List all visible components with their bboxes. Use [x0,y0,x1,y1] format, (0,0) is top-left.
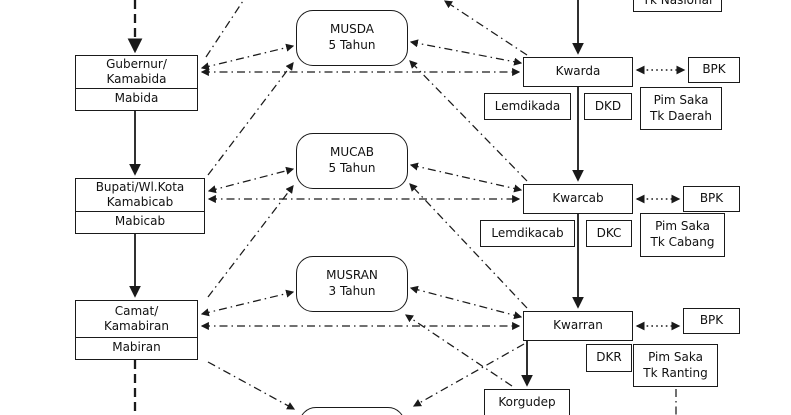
node-pimsaka-cabang: Pim Saka Tk Cabang [640,213,725,257]
pimsaka-ranting-line1: Pim Saka [648,349,703,364]
pimsaka-daerah-line1: Pim Saka [653,92,709,107]
pimsaka-ranting-line2: Tk Ranting [643,365,708,380]
node-bpk-daerah: BPK [688,57,740,83]
pimsaka-daerah-line2: Tk Daerah [650,108,712,123]
bpk-cabang-label: BPK [699,191,724,206]
korgudep-label: Korgudep [498,395,556,410]
node-camat-kamabiran: Camat/ Kamabiran Mabiran [75,300,198,360]
gubernur-upper: Gubernur/ Kamabida [76,56,197,88]
node-korgudep: Korgudep [484,389,570,415]
node-lemdikada: Lemdikada [484,93,571,120]
node-lemdikacab: Lemdikacab [480,220,575,247]
node-bpk-ranting: BPK [683,308,740,334]
dkr-label: DKR [596,350,622,365]
gubernur-line1: Gubernur/ [106,56,167,71]
node-kwarran: Kwarran [523,311,633,341]
node-next-mus-fragment [299,407,405,415]
bpk-ranting-label: BPK [699,313,724,328]
node-kwarcab: Kwarcab [523,184,633,214]
lemdikacab-label: Lemdikacab [491,225,564,240]
mucab-period: 5 Tahun [328,161,376,175]
node-dkd: DKD [584,93,632,120]
node-musda: MUSDA 5 Tahun [296,10,408,66]
node-dkr: DKR [586,344,632,372]
musda-title: MUSDA [330,22,374,37]
mabicab-section: Mabicab [76,211,204,233]
node-bpk-cabang: BPK [683,186,740,212]
mabida-section: Mabida [76,88,197,110]
pimsaka-nasional-label: Tk Nasional [642,0,713,8]
musran-period: 3 Tahun [328,284,376,298]
pimsaka-cabang-line1: Pim Saka [655,219,710,234]
node-kwarda: Kwarda [523,57,633,87]
mabiran-label: Mabiran [112,340,161,355]
bupati-line2: Kamabicab [106,195,174,210]
node-pimsaka-nasional: Tk Nasional [633,0,722,12]
camat-line1: Camat/ [114,303,159,318]
musran-title: MUSRAN [326,268,378,283]
kwarran-label: Kwarran [553,318,603,333]
node-pimsaka-daerah: Pim Saka Tk Daerah [640,87,722,130]
node-bupati-kamabicab: Bupati/Wl.Kota Kamabicab Mabicab [75,178,205,234]
dkd-label: DKD [594,98,622,113]
node-dkc: DKC [586,220,632,247]
node-gubernur-kamabida: Gubernur/ Kamabida Mabida [75,55,198,111]
mabicab-label: Mabicab [114,214,166,229]
bupati-line1: Bupati/Wl.Kota [95,179,185,194]
kwarcab-label: Kwarcab [552,191,604,206]
node-mucab: MUCAB 5 Tahun [296,133,408,189]
mabiran-section: Mabiran [76,337,197,359]
bpk-daerah-label: BPK [702,62,726,77]
bupati-upper: Bupati/Wl.Kota Kamabicab [76,179,204,211]
mucab-title: MUCAB [330,145,374,160]
camat-line2: Kamabiran [104,319,169,334]
kwarda-label: Kwarda [555,64,601,79]
pimsaka-cabang-line2: Tk Cabang [650,235,715,249]
musda-period: 5 Tahun [328,38,376,52]
node-pimsaka-ranting: Pim Saka Tk Ranting [633,344,718,387]
dkc-label: DKC [596,225,622,240]
node-musran: MUSRAN 3 Tahun [296,256,408,312]
mabida-label: Mabida [114,91,159,106]
gubernur-line2: Kamabida [106,72,167,87]
camat-upper: Camat/ Kamabiran [76,301,197,337]
lemdikada-label: Lemdikada [494,98,561,113]
